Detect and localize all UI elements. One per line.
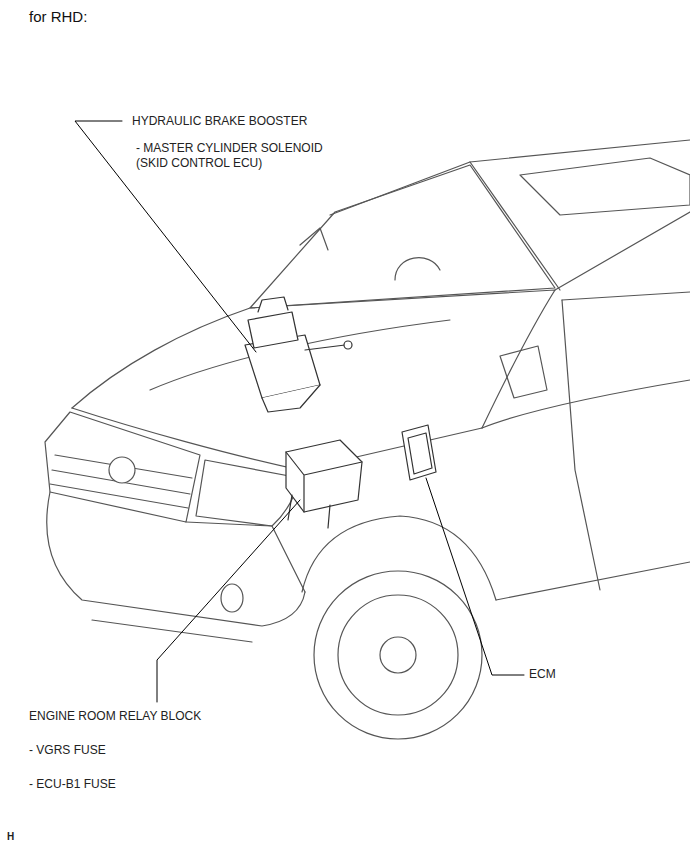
roof-line xyxy=(330,140,690,215)
sill-line xyxy=(496,562,690,600)
a-pillar xyxy=(470,162,560,290)
leader-line xyxy=(157,500,300,702)
hood-outline xyxy=(72,290,555,428)
windshield xyxy=(250,165,555,308)
relay-block xyxy=(286,440,362,528)
side-window-top xyxy=(555,212,690,290)
sunroof xyxy=(520,158,690,215)
door-line xyxy=(562,300,600,590)
part-detail: - ECU-B1 FUSE xyxy=(28,777,117,792)
grille-slats xyxy=(50,455,192,508)
part-label: ECM xyxy=(528,667,557,682)
part-label: HYDRAULIC BRAKE BOOSTER xyxy=(131,114,308,129)
figure-code: H xyxy=(6,829,15,844)
headlight xyxy=(196,460,300,526)
fender-crease xyxy=(482,380,690,428)
bumper-edge xyxy=(186,522,305,592)
part-detail: - VGRS FUSE xyxy=(28,743,107,758)
hub xyxy=(380,637,416,673)
heading: for RHD: xyxy=(28,8,88,26)
side-window-bottom xyxy=(562,292,690,300)
bumper xyxy=(47,492,305,626)
brake-booster xyxy=(245,297,352,412)
grille xyxy=(45,412,200,522)
part-detail: - MASTER CYLINDER SOLENOID (SKID CONTROL… xyxy=(135,141,352,171)
pillar-detail xyxy=(300,228,328,250)
fog-light xyxy=(221,584,243,612)
mirror xyxy=(500,346,547,398)
emblem xyxy=(109,457,135,483)
part-label: ENGINE ROOM RELAY BLOCK xyxy=(28,709,202,724)
ecm xyxy=(402,425,436,480)
tire xyxy=(314,571,482,739)
bumper-lower xyxy=(92,620,252,642)
wheel-arch xyxy=(302,516,496,600)
leader-line xyxy=(426,478,524,675)
rim xyxy=(338,595,458,715)
steering-wheel xyxy=(395,258,440,280)
